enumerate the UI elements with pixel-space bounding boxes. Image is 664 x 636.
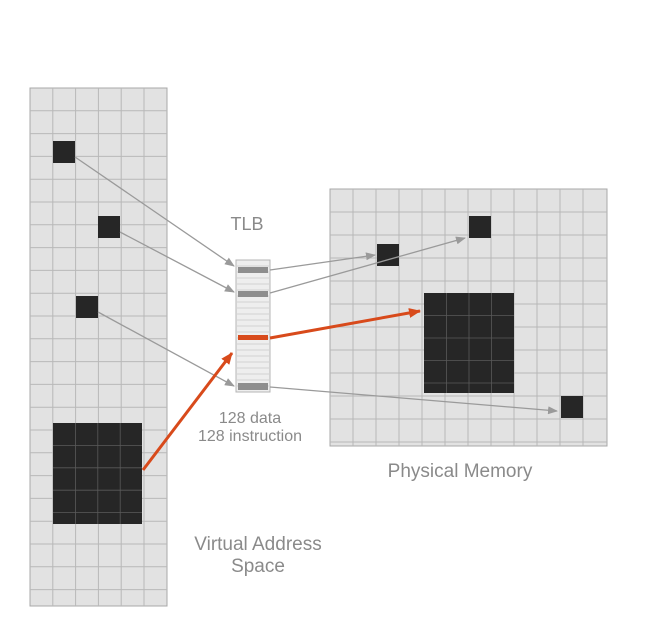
virtual-page-1: [53, 141, 75, 163]
tlb-instruction-count: 128 instruction: [197, 428, 303, 446]
tlb-capacity: 128 data 128 instruction: [180, 410, 320, 447]
virtual-page-3: [76, 296, 98, 318]
tlb-entry-2: [238, 291, 268, 297]
physical-memory: [329, 188, 608, 447]
tlb: [235, 259, 271, 393]
virtual-address-space-label: Virtual Address Space: [168, 534, 348, 578]
virtual-large-block-grid: [53, 423, 142, 524]
virtual-address-label-line1: Virtual Address: [194, 534, 322, 555]
virtual-page-2: [98, 216, 120, 238]
physical-page-3: [561, 396, 583, 418]
physical-memory-label: Physical Memory: [387, 461, 533, 482]
arrow-red-tlb-to-physical: [269, 308, 421, 340]
physical-page-2: [469, 216, 491, 238]
arrow-virtual-3-to-tlb: [97, 311, 235, 387]
highlighted-translation: [141, 308, 421, 471]
tlb-entry-1: [238, 267, 268, 273]
virtual-to-tlb-arrows: [74, 156, 235, 387]
arrow-red-virtual-to-tlb: [141, 352, 234, 471]
tlb-title: TLB: [230, 214, 264, 234]
physical-large-block-grid: [424, 293, 514, 393]
arrow-tlb-to-physical-1: [269, 252, 376, 271]
tlb-entry-highlight: [238, 335, 268, 340]
tlb-entry-3: [238, 383, 268, 390]
arrow-tlb-to-physical-3: [269, 386, 558, 415]
physical-page-1: [377, 244, 399, 266]
tlb-data-count: 128 data: [218, 410, 282, 427]
virtual-address-grid: [30, 88, 167, 606]
virtual-address-label-line2: Space: [231, 555, 285, 577]
arrow-virtual-1-to-tlb: [74, 156, 235, 267]
arrow-virtual-2-to-tlb: [119, 231, 235, 293]
virtual-address-space: [29, 87, 168, 607]
tlb-rows: [237, 265, 269, 387]
tlb-to-physical-arrows: [269, 236, 558, 415]
arrow-tlb-to-physical-2: [269, 236, 466, 294]
